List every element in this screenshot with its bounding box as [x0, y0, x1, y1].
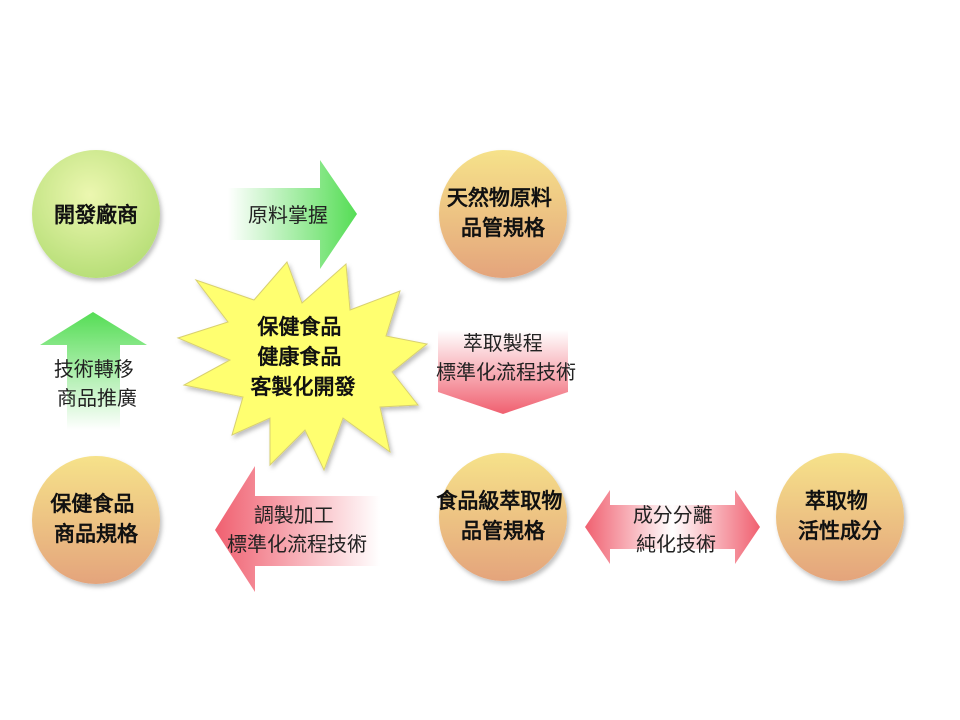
material-control-arrow	[228, 160, 357, 269]
transfer-arrow	[40, 312, 147, 430]
processing-label: 調製加工 標準化流程技術	[227, 503, 367, 556]
material-control-label: 原料掌握	[248, 203, 328, 227]
extraction-label: 萃取製程 標準化流程技術	[436, 331, 576, 384]
extraction-arrow	[438, 330, 568, 414]
node-developer	[32, 150, 160, 278]
center-text: 保健食品 健康食品 客製化開發	[251, 315, 356, 399]
node-active-ingredient-text: 萃取物 活性成分	[798, 489, 882, 543]
separation-arrow	[585, 490, 760, 564]
node-food-grade-extract	[439, 453, 567, 581]
node-active-ingredient	[776, 453, 904, 581]
transfer-label: 技術轉移 商品推廣	[54, 357, 140, 410]
node-health-food-spec	[32, 456, 160, 584]
node-health-food-spec-text: 保健食品 商品規格	[49, 492, 141, 546]
node-developer-text: 開發廠商	[54, 203, 138, 227]
node-natural-material	[439, 150, 567, 278]
separation-label: 成分分離 純化技術	[633, 503, 719, 556]
center-star	[176, 261, 429, 472]
node-food-grade-extract-text: 食品級萃取物 品管規格	[436, 489, 569, 543]
node-natural-material-text: 天然物原料 品管規格	[447, 186, 559, 240]
processing-arrow	[215, 466, 380, 592]
